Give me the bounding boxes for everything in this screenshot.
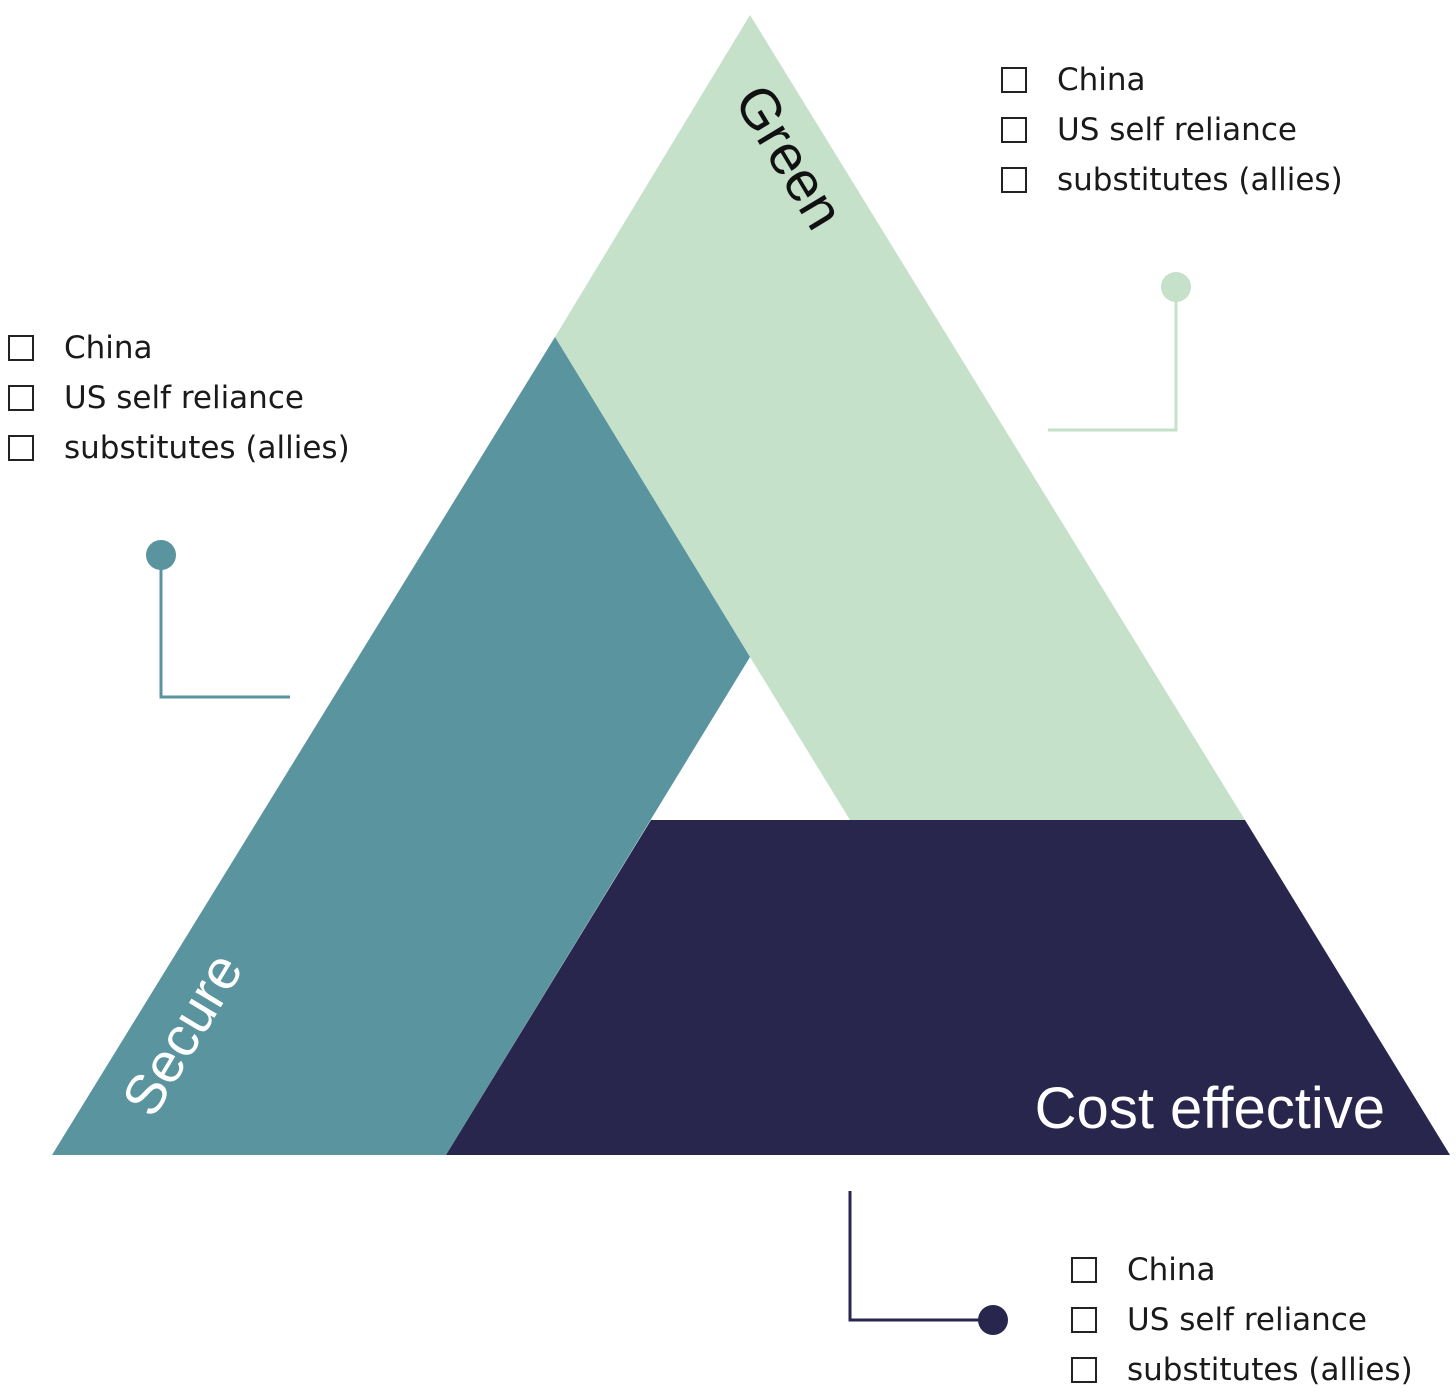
checkbox[interactable] [8, 435, 34, 461]
checkbox[interactable] [1001, 167, 1027, 193]
list-item: China [1071, 1245, 1413, 1295]
checkbox[interactable] [1001, 67, 1027, 93]
checkbox[interactable] [1071, 1257, 1097, 1283]
cost-effective-label: Cost effective [1035, 1076, 1385, 1141]
item-label: US self reliance [64, 380, 304, 416]
checkbox[interactable] [1071, 1307, 1097, 1333]
secure-connector [146, 540, 290, 699]
item-label: China [64, 330, 153, 366]
cost-effective-segment [446, 820, 1450, 1155]
item-label: China [1057, 62, 1146, 98]
green-checklist: China US self reliance substitutes (alli… [1001, 55, 1343, 205]
item-label: substitutes (allies) [1127, 1352, 1413, 1388]
list-item: China [1001, 55, 1343, 105]
green-segment [555, 15, 1245, 820]
list-item: US self reliance [8, 373, 350, 423]
checkbox[interactable] [1001, 117, 1027, 143]
item-label: US self reliance [1127, 1302, 1367, 1338]
green-connector [1048, 272, 1191, 432]
cost-effective-checklist: China US self reliance substitutes (alli… [1071, 1245, 1413, 1395]
secure-checklist: China US self reliance substitutes (alli… [8, 323, 350, 473]
list-item: substitutes (allies) [1071, 1345, 1413, 1395]
list-item: China [8, 323, 350, 373]
item-label: US self reliance [1057, 112, 1297, 148]
list-item: substitutes (allies) [1001, 155, 1343, 205]
secure-segment [52, 337, 750, 1155]
cost-effective-connector [848, 1191, 1008, 1335]
list-item: US self reliance [1001, 105, 1343, 155]
list-item: substitutes (allies) [8, 423, 350, 473]
checkbox[interactable] [1071, 1357, 1097, 1383]
checkbox[interactable] [8, 385, 34, 411]
item-label: substitutes (allies) [64, 430, 350, 466]
checkbox[interactable] [8, 335, 34, 361]
item-label: China [1127, 1252, 1216, 1288]
list-item: US self reliance [1071, 1295, 1413, 1345]
item-label: substitutes (allies) [1057, 162, 1343, 198]
